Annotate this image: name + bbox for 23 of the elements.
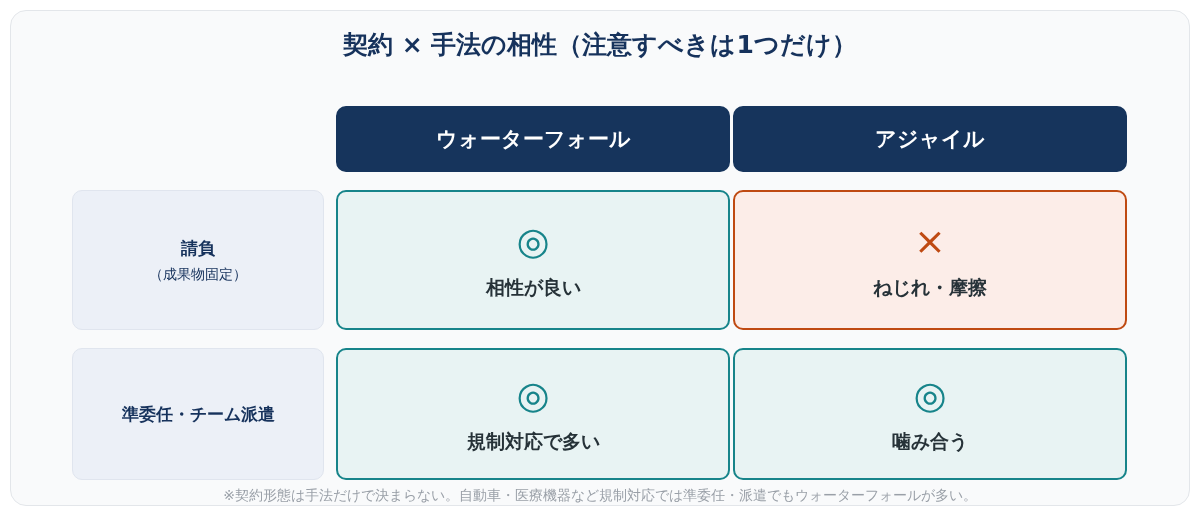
matrix-cell xyxy=(336,348,730,480)
rating-mark: ◎ xyxy=(913,373,947,417)
cell-text: 相性が良い xyxy=(485,275,581,300)
column-header xyxy=(336,106,730,172)
rating-mark: × xyxy=(914,219,946,263)
row-title: 請負 xyxy=(181,236,215,260)
matrix-cell xyxy=(733,348,1127,480)
row-header xyxy=(72,348,324,480)
row-subtitle: （成果物固定） xyxy=(149,265,247,284)
matrix-cell xyxy=(336,190,730,330)
cell-text: 噛み合う xyxy=(892,429,968,454)
header-text: アジャイル xyxy=(875,126,985,153)
rating-mark: ◎ xyxy=(516,219,550,263)
rating-mark: ◎ xyxy=(516,373,550,417)
matrix-cell xyxy=(733,190,1127,330)
header-text: ウォーターフォール xyxy=(435,126,631,153)
row-title: 準委任・チーム派遣 xyxy=(121,402,275,426)
cell-text: ねじれ・摩擦 xyxy=(873,275,987,300)
cell-text: 規制対応で多い xyxy=(466,429,600,454)
title: 契約 × 手法の相性（注意すべきは1つだけ） xyxy=(342,29,858,61)
caption: ※契約形態は手法だけで決まらない。自動車・医療機器など規制対応では準委任・派遣でもウォーターフォールが多い。 xyxy=(222,487,978,505)
row-header xyxy=(72,190,324,330)
column-header xyxy=(733,106,1127,172)
